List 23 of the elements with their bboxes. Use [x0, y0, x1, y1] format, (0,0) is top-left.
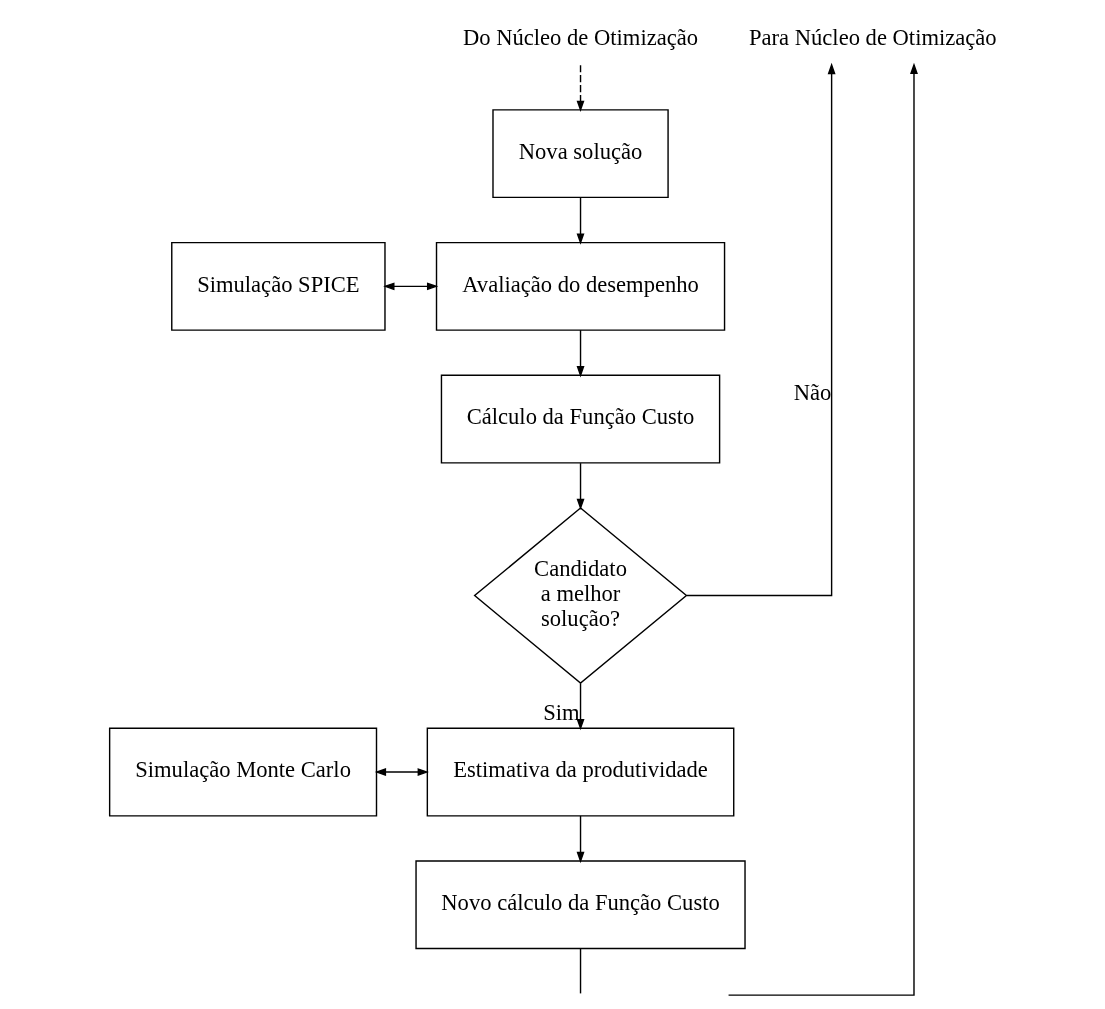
arrow [374, 768, 429, 777]
connector [579, 947, 581, 995]
edge-label: Sim [542, 699, 580, 725]
node-text: Do Núcleo de Otimização [462, 24, 698, 50]
node-box: Novo cálculo da Função Custo [414, 860, 746, 950]
node-box: Simulação SPICE [170, 241, 386, 331]
arrow [382, 282, 438, 291]
node-text: Para Núcleo de Otimização [748, 24, 997, 50]
node-box: Simulação Monte Carlo [108, 727, 377, 817]
arrow [576, 815, 584, 864]
edge-label: Não [793, 379, 831, 405]
arrow [576, 64, 584, 112]
arrow [576, 196, 584, 245]
node-box: Nova solução [491, 109, 669, 199]
node-box: Estimativa da produtividade [426, 727, 734, 817]
arrow [576, 329, 584, 378]
arrow [685, 62, 836, 597]
node-diamond: Candidato a melhor solução? [473, 507, 688, 685]
node-box: Cálculo da Função Custo [440, 374, 720, 464]
arrow [576, 682, 584, 731]
arrow [576, 462, 584, 511]
node-box: Avaliação do desempenho [435, 241, 725, 331]
arrow [727, 62, 918, 996]
